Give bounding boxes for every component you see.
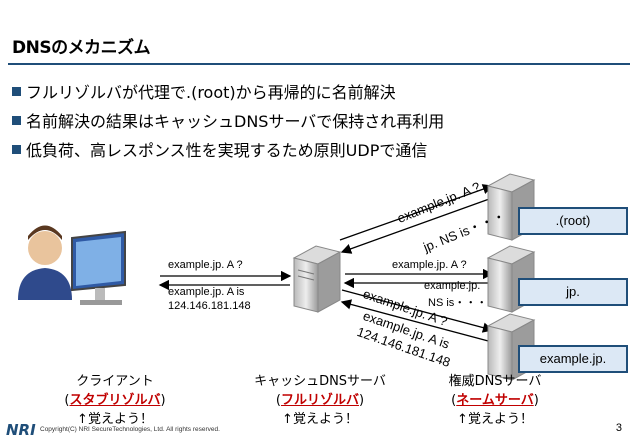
auth-role-term: ネームサーバ (456, 393, 534, 408)
root-server-label: .(root) (518, 207, 628, 235)
auth-name: 権威DNSサーバ (448, 374, 542, 389)
page-number: 3 (615, 422, 622, 434)
arrow-root-to-cache (340, 197, 493, 254)
bullet-list: フルリゾルバが代理で.(root)から再帰的に名前解決 名前解決の結果はキャッシ… (12, 78, 444, 165)
client-role-term: スタブリゾルバ (69, 393, 161, 408)
auth-role: (ネームサーバ) (451, 393, 539, 408)
cache-role-term: フルリゾルバ (280, 393, 359, 408)
client-note: ↑覚えよう！ (77, 412, 153, 427)
slide-title: DNSのメカニズム (12, 38, 151, 58)
jp-server-label: jp. (518, 278, 628, 306)
bullet-text: フルリゾルバが代理で.(root)から再帰的に名前解決 (26, 83, 396, 102)
bullet-item: 低負荷、高レスポンス性を実現するため原則UDPで通信 (12, 136, 444, 165)
cache-name: キャッシュDNSサーバ (254, 374, 386, 389)
example-jp-server-label: example.jp. (518, 345, 628, 373)
jp-answer-line1: example.jp. (424, 280, 481, 292)
cache-dns-server-icon (292, 245, 342, 313)
client-role: (スタブリゾルバ) (64, 393, 166, 408)
arrow-example-to-cache (340, 299, 493, 343)
client-answer-line2: 124.146.181.148 (168, 300, 251, 312)
copyright-text: Copyright(C) NRI SecureTechnologies, Ltd… (40, 426, 220, 433)
cache-caption: キャッシュDNSサーバ (フルリゾルバ) ↑覚えよう！ (245, 372, 395, 429)
bullet-square-icon (12, 116, 21, 125)
auth-note: ↑覚えよう！ (457, 412, 533, 427)
nri-logo: NRI (6, 421, 36, 439)
arrow-cache-to-root (339, 184, 494, 241)
bullet-square-icon (12, 145, 21, 154)
bullet-text: 低負荷、高レスポンス性を実現するため原則UDPで通信 (26, 141, 428, 160)
client-computer-icon (18, 225, 126, 305)
jp-query-text: example.jp. A ? (392, 259, 467, 271)
auth-caption: 権威DNSサーバ (ネームサーバ) ↑覚えよう！ (420, 372, 570, 429)
footer: NRI Copyright(C) NRI SecureTechnologies,… (0, 418, 638, 442)
client-answer-line1: example.jp. A is (168, 286, 245, 298)
title-divider (8, 63, 630, 65)
cache-role: (フルリゾルバ) (275, 393, 365, 408)
client-query-text: example.jp. A ? (168, 259, 243, 271)
bullet-item: 名前解決の結果はキャッシュDNSサーバで保持され再利用 (12, 107, 444, 136)
bullet-item: フルリゾルバが代理で.(root)から再帰的に名前解決 (12, 78, 444, 107)
cache-note: ↑覚えよう！ (282, 412, 358, 427)
client-caption: クライアント (スタブリゾルバ) ↑覚えよう！ (40, 372, 190, 429)
client-name: クライアント (76, 374, 154, 389)
bullet-text: 名前解決の結果はキャッシュDNSサーバで保持され再利用 (26, 112, 445, 131)
arrow-cache-to-example (341, 289, 494, 333)
bullet-square-icon (12, 87, 21, 96)
jp-answer-line2: NS is・・・ (428, 297, 488, 309)
